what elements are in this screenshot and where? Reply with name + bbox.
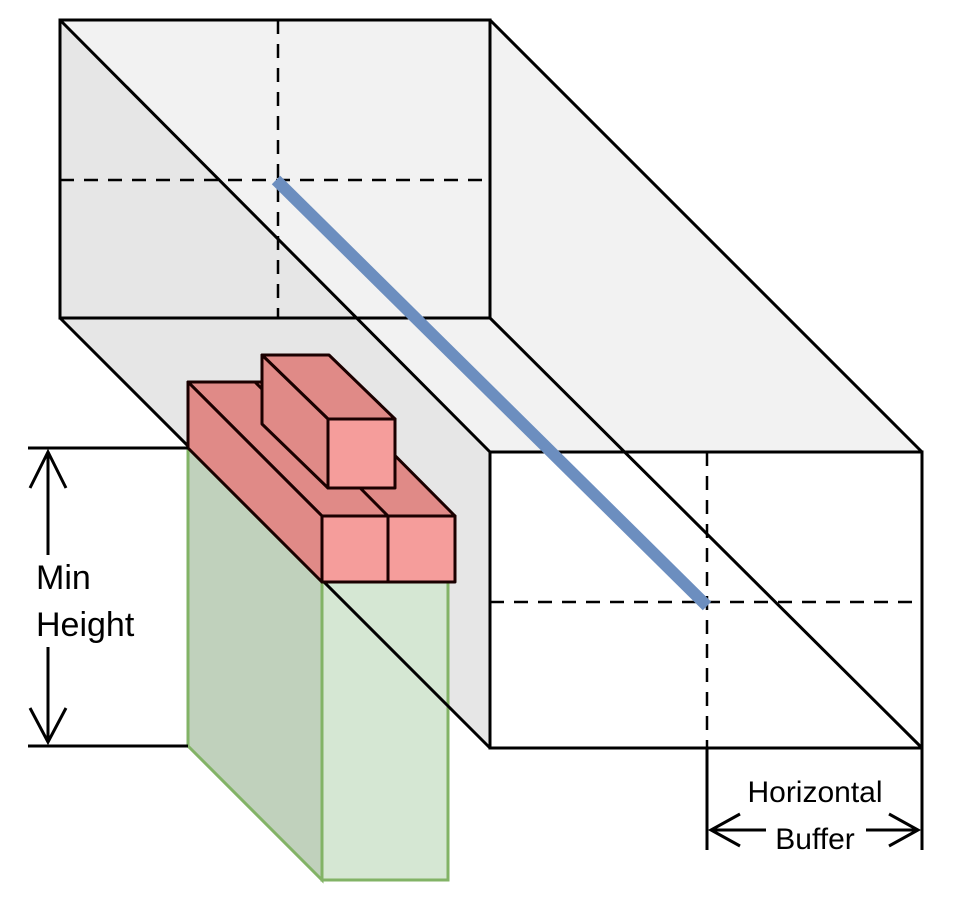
min-height-pillar (186, 444, 450, 884)
min-height-label-bg (30, 555, 155, 647)
buffer-label-bg (766, 812, 866, 852)
box-edge-top-right (488, 18, 924, 454)
box-edge-top-left (58, 18, 492, 454)
min-height-label-line2: Height (36, 606, 135, 644)
min-height-label-line1: Min (36, 559, 91, 597)
buffer-arrow-left-icon (707, 812, 741, 848)
bottom-block-front-left (320, 514, 390, 584)
horizontal-buffer-label-line1: Horizontal (747, 776, 882, 809)
flight-path-line (271, 175, 712, 611)
min-height-arrow-up-icon (28, 448, 68, 489)
pillar-front-face (320, 580, 450, 882)
top-block-front (326, 417, 397, 490)
obstacle-blocks (186, 353, 457, 584)
horizontal-buffer-label-line2: Buffer (775, 823, 855, 856)
bottom-block-front-right (386, 514, 457, 584)
min-height-arrow-down-icon (28, 707, 68, 746)
box-back-face (58, 18, 492, 320)
buffer-arrow-right-icon (888, 812, 922, 848)
